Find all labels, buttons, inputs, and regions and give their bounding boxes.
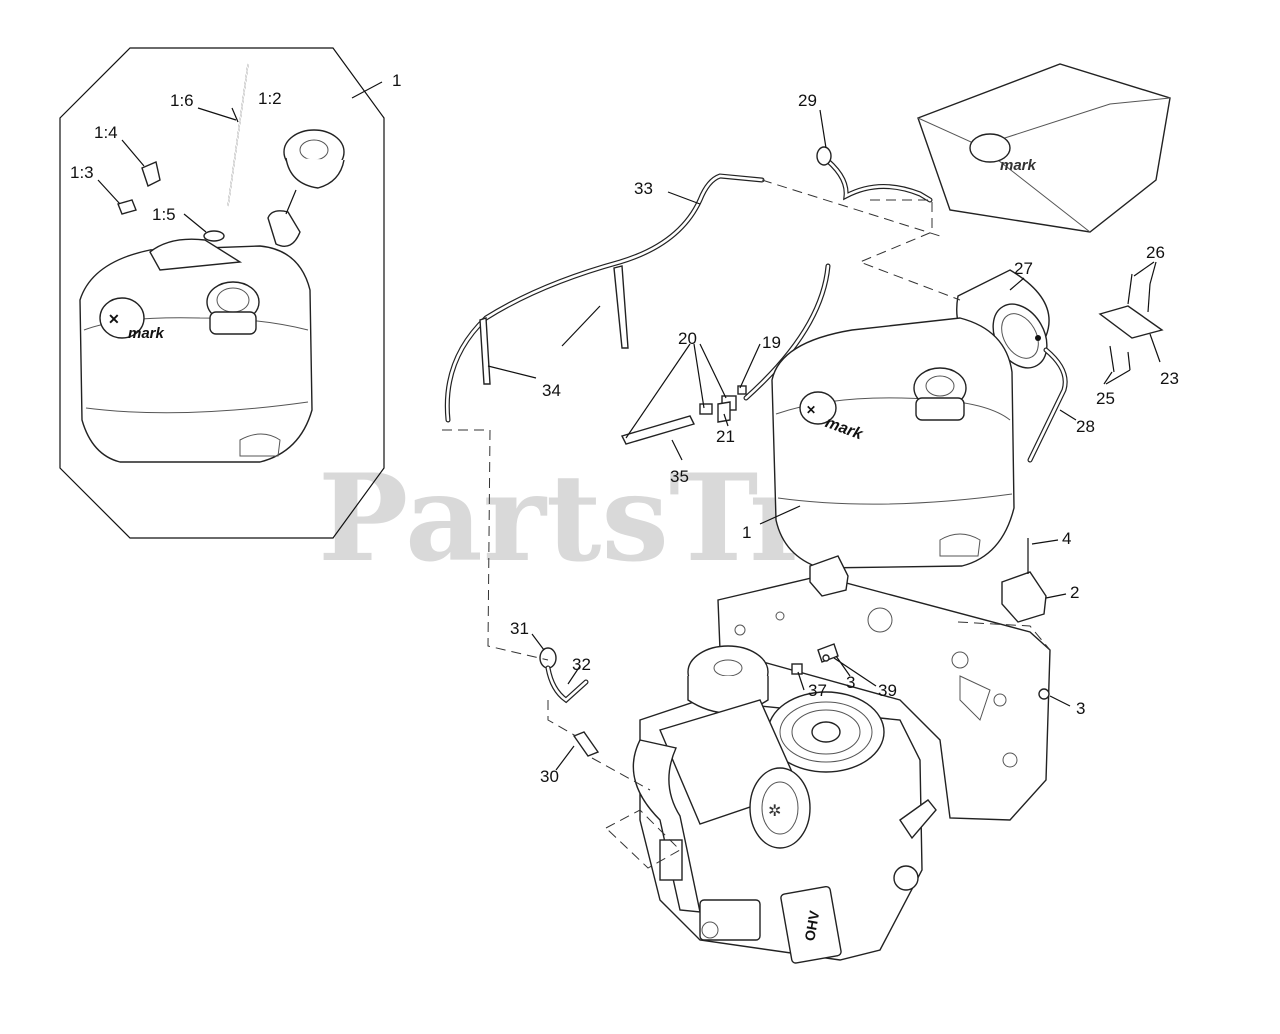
engine-ohv-label: OHV [801, 909, 822, 942]
route-33-to-cover [761, 179, 941, 237]
callout-30: 30 [540, 767, 559, 786]
hose-29 [816, 146, 933, 203]
route-engine-bottom [605, 809, 681, 869]
callout-1-3: 1:3 [70, 163, 94, 182]
callout-1-inset: 1 [392, 71, 401, 90]
engine: ✲ OHV [632, 645, 937, 964]
callout-19: 19 [762, 333, 781, 352]
callout-1-2: 1:2 [258, 89, 282, 108]
route-33-down [442, 429, 549, 661]
callout-2: 2 [1070, 583, 1079, 602]
inset-fuel-tank: ✕ mark [79, 238, 313, 463]
callout-3-mid: 3 [846, 673, 855, 692]
route-32-to-30 [547, 700, 577, 737]
callout-1-6: 1:6 [170, 91, 194, 110]
tank-logo-mark: ✕ [806, 403, 816, 417]
callout-28: 28 [1076, 417, 1095, 436]
inset-frame [59, 47, 385, 539]
hardware-3-37-39 [791, 643, 1050, 700]
chassis-plate [717, 575, 1051, 821]
callout-31: 31 [510, 619, 529, 638]
callout-21: 21 [716, 427, 735, 446]
callout-39: 39 [878, 681, 897, 700]
fittings-20-21-35 [620, 385, 747, 445]
callout-1-tank: 1 [742, 523, 751, 542]
clamp-31-hose-32-fitting-30 [539, 647, 600, 757]
callout-25: 25 [1096, 389, 1115, 408]
route-29-to-filter [858, 199, 961, 301]
inset-tank-brand: mark [128, 325, 165, 342]
inset-small-parts [117, 63, 345, 247]
callout-4: 4 [1062, 529, 1071, 548]
callout-33: 33 [634, 179, 653, 198]
fuel-hose-33 [444, 173, 765, 423]
route-mount-right [957, 621, 1051, 651]
callout-34: 34 [542, 381, 561, 400]
callout-20: 20 [678, 329, 697, 348]
bracket-23 [1098, 273, 1164, 373]
hose-28 [1027, 347, 1068, 463]
callout-35: 35 [670, 467, 689, 486]
callout-27: 27 [1014, 259, 1033, 278]
engine-cover: mark [917, 63, 1171, 233]
callout-23: 23 [1160, 369, 1179, 388]
callout-26: 26 [1146, 243, 1165, 262]
callout-29: 29 [798, 91, 817, 110]
callout-1-5: 1:5 [152, 205, 176, 224]
callout-32: 32 [572, 655, 591, 674]
hose-clips-34 [479, 265, 629, 385]
main-fuel-tank: ✕ mark [771, 317, 1015, 569]
hose-19 [743, 263, 831, 401]
route-30-to-engine [591, 757, 651, 791]
callout-3-right: 3 [1076, 699, 1085, 718]
cover-brand: mark [1000, 157, 1037, 174]
mount-2 [809, 538, 1047, 623]
callout-1-4: 1:4 [94, 123, 118, 142]
inset-tank-logo: ✕ [108, 311, 120, 327]
callout-37: 37 [808, 681, 827, 700]
air-cleaner-star: ✲ [768, 803, 781, 820]
